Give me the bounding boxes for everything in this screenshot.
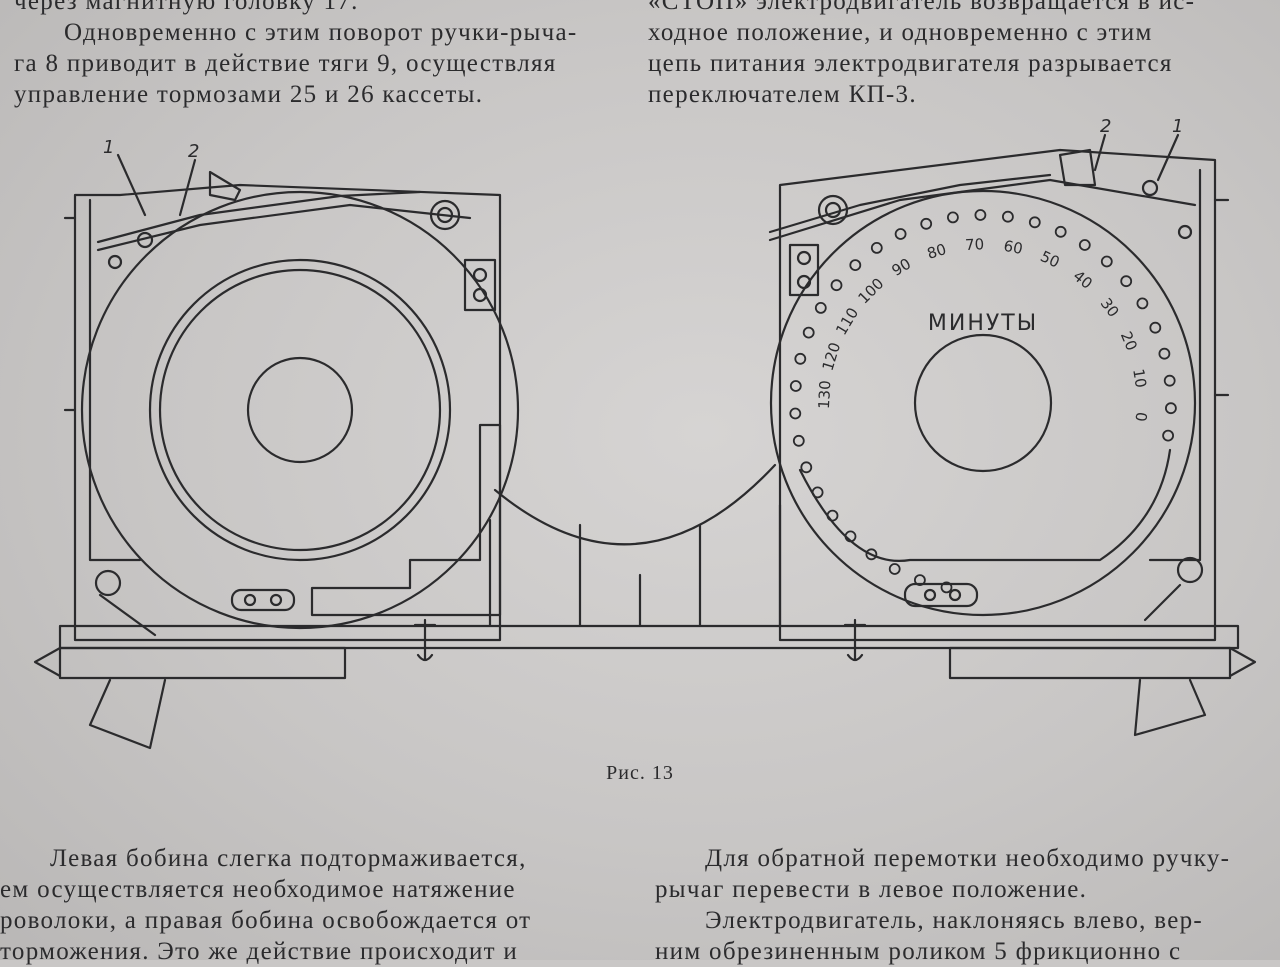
text-line: рычаг перевести в левое положение.: [655, 876, 1088, 903]
text-line: роволоки, а правая бобина освобождается …: [0, 907, 532, 934]
text-line: через магнитную головку 17.: [14, 0, 359, 15]
dial-hole: [814, 301, 827, 314]
dial-hole: [1149, 321, 1162, 334]
text-line: «СТОП» электродвигатель возвращается в и…: [648, 0, 1196, 15]
dial-hole: [1136, 297, 1149, 310]
center-bridge: [493, 463, 777, 546]
dial-hole: [844, 530, 857, 543]
dial-number: 30: [1097, 295, 1123, 321]
dial-number: 80: [925, 240, 949, 263]
figure-caption: Рис. 13: [606, 762, 674, 784]
dial-hole: [947, 211, 959, 224]
dial-hole: [830, 279, 843, 292]
dial-hole: [1120, 275, 1133, 288]
dial-hole: [800, 461, 813, 474]
text-line: Левая бобина слегка подтормаживается,: [50, 845, 527, 872]
callout-number: 2: [188, 141, 199, 162]
text-column-top-right: «СТОП» электродвигатель возвращается в и…: [648, 0, 1268, 110]
dial-hole: [1165, 402, 1177, 415]
dial-hole: [849, 259, 862, 272]
dial-number: 130: [815, 380, 834, 410]
text-line: Одновременно с этим поворот ручки-рыча-: [64, 19, 578, 46]
dial-hole: [826, 509, 839, 522]
dial-hole: [1162, 429, 1174, 442]
dial-perforations: [789, 209, 1177, 594]
dial-number: 60: [1002, 237, 1024, 258]
dial-number: 70: [965, 235, 985, 254]
dial-hole: [920, 217, 933, 230]
dial-hole: [811, 486, 824, 499]
dial-number: 0: [1132, 411, 1151, 422]
dial-hole: [865, 548, 878, 561]
dial-hole: [870, 241, 883, 254]
dial-hole: [894, 228, 907, 240]
text-column-bottom-left: Левая бобина слегка подтормаживается, ем…: [0, 843, 630, 967]
dial-hole: [1002, 210, 1014, 223]
text-line: га 8 приводит в действие тяги 9, осущест…: [14, 50, 557, 77]
left-foot: [88, 678, 167, 750]
text-line: цепь питания электродвигателя разрываетс…: [648, 50, 1173, 77]
text-line: ним обрезиненным роликом 5 фрикционно с: [655, 938, 1182, 965]
dial-number: 120: [819, 340, 845, 373]
text-line: ем осуществляется необходимое натяжение: [0, 876, 516, 903]
dial-hole: [802, 326, 815, 339]
base-bar: [58, 624, 1240, 650]
left-reel: [80, 190, 520, 630]
dial-hole: [1028, 216, 1041, 229]
dial-hole: [914, 574, 926, 586]
dial-hole: [1158, 347, 1171, 360]
text-column-top-left: через магнитную головку 17. Одновременно…: [14, 0, 624, 110]
text-line: Электродвигатель, наклоняясь влево, вер-: [705, 907, 1204, 934]
dial-hole: [1078, 239, 1091, 251]
dial-number: 90: [889, 255, 915, 280]
dial-hole: [940, 581, 953, 594]
dial-number: 40: [1070, 267, 1096, 293]
callout-number: 1: [1172, 116, 1183, 137]
text-line: ходное положение, и одновременно с этим: [648, 19, 1153, 46]
dial-number: 100: [854, 274, 887, 307]
dial-hole: [794, 352, 807, 365]
text-line: управление тормозами 25 и 26 кассеты.: [14, 81, 484, 108]
dial-hole: [974, 209, 987, 221]
dial-number: 50: [1038, 247, 1063, 271]
right-reel-dial: [769, 189, 1197, 617]
dial-hole: [789, 407, 802, 420]
callout-number: 2: [1100, 116, 1111, 137]
dial-hole: [888, 563, 901, 575]
dial-number: 10: [1129, 367, 1150, 389]
left-housing-outline: [73, 183, 502, 642]
callout-number: 1: [103, 137, 114, 158]
dial-label: МИНУТЫ: [928, 311, 1038, 336]
dial-hole: [1054, 225, 1067, 238]
right-housing-outline: [778, 148, 1217, 642]
dial-hole: [792, 434, 805, 447]
dial-hole: [789, 380, 802, 392]
dial-number: 20: [1117, 329, 1141, 354]
dial-hole: [1100, 255, 1113, 268]
text-line: торможения. Это же действие происходит и: [0, 938, 519, 965]
text-line: Для обратной перемотки необходимо ручку-: [705, 845, 1231, 872]
text-line: переключателем КП-3.: [648, 81, 917, 108]
dial-number: 110: [832, 304, 862, 338]
right-foot: [1133, 678, 1207, 737]
dial-hole: [1163, 374, 1176, 387]
text-column-bottom-right: Для обратной перемотки необходимо ручку-…: [655, 843, 1280, 967]
